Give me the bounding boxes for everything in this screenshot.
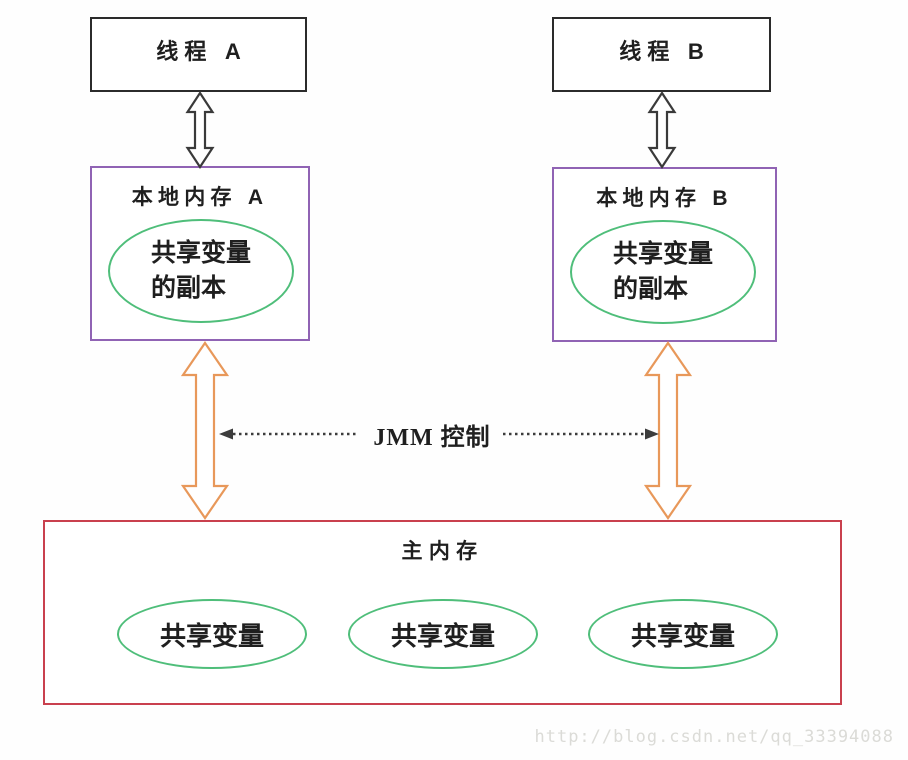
copy-line-2: 的副本 <box>612 275 688 303</box>
jmm-control-label: JMM 控制 <box>373 424 491 451</box>
copy-line-1: 共享变量 <box>150 239 251 267</box>
thread-a-box: 线程 A <box>90 17 307 92</box>
local-a-main-memory-double-arrow-icon <box>180 341 230 520</box>
shared-variable-ellipse-1: 共享变量 <box>117 599 307 669</box>
shared-variable-copy-b-ellipse: 共享变量 的副本 <box>570 220 756 324</box>
main-memory-box: 主内存 共享变量 共享变量 共享变量 <box>43 520 842 705</box>
thread-b-local-b-double-arrow-icon <box>647 90 677 170</box>
thread-a-local-a-double-arrow-icon <box>185 90 215 170</box>
local-memory-a-label: 本地内存 A <box>131 186 269 209</box>
main-memory-label: 主内存 <box>401 540 484 563</box>
jmm-right-arrowhead-icon <box>645 428 659 440</box>
shared-variable-copy-b-text: 共享变量 的副本 <box>613 237 713 307</box>
local-memory-b-box: 本地内存 B 共享变量 的副本 <box>552 167 777 342</box>
copy-line-2: 的副本 <box>150 274 226 302</box>
jmm-left-arrowhead-icon <box>219 428 233 440</box>
local-memory-a-box: 本地内存 A 共享变量 的副本 <box>90 166 310 341</box>
local-memory-b-label: 本地内存 B <box>596 187 733 210</box>
shared-variable-3-text: 共享变量 <box>630 620 735 651</box>
shared-variable-ellipse-2: 共享变量 <box>348 599 538 669</box>
thread-b-label: 线程 B <box>619 38 710 64</box>
copy-line-1: 共享变量 <box>612 240 713 268</box>
shared-variable-copy-a-text: 共享变量 的副本 <box>151 236 251 306</box>
shared-variable-ellipse-3: 共享变量 <box>588 599 778 669</box>
thread-b-box: 线程 B <box>552 17 771 92</box>
local-b-main-memory-double-arrow-icon <box>643 341 693 520</box>
thread-a-label: 线程 A <box>156 38 247 64</box>
shared-variable-1-text: 共享变量 <box>159 620 264 651</box>
shared-variable-copy-a-ellipse: 共享变量 的副本 <box>108 219 294 323</box>
shared-variable-2-text: 共享变量 <box>390 620 495 651</box>
watermark-url: http://blog.csdn.net/qq_33394088 <box>534 727 894 747</box>
